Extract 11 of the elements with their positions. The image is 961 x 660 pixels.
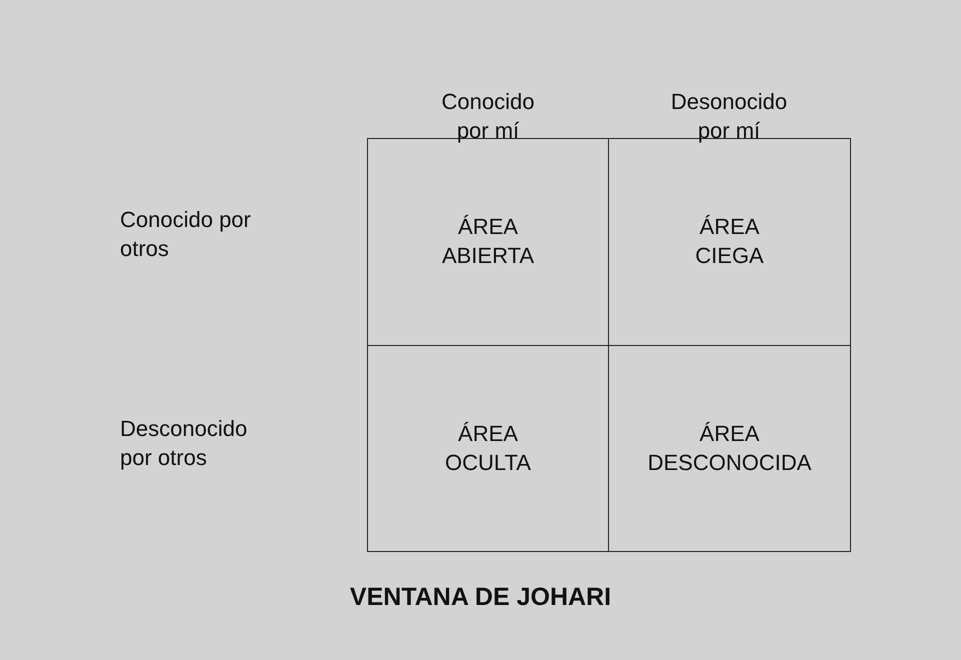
row-header: Desconocido por otros (120, 415, 248, 472)
column-header: Desonocido por mí (670, 88, 788, 145)
quadrant-label: ÁREA ABIERTA (442, 213, 534, 270)
quadrant-box (367, 345, 609, 552)
quadrant-box (608, 345, 851, 552)
diagram-title: VENTANA DE JOHARI (348, 583, 612, 612)
quadrant-label: ÁREA OCULTA (445, 420, 531, 476)
row-header: Conocido por otros (120, 206, 252, 263)
column-header: Conocido por mí (440, 88, 536, 145)
quadrant-label: ÁREA DESCONOCIDA (648, 420, 812, 476)
quadrant-label: ÁREA CIEGA (695, 213, 764, 270)
